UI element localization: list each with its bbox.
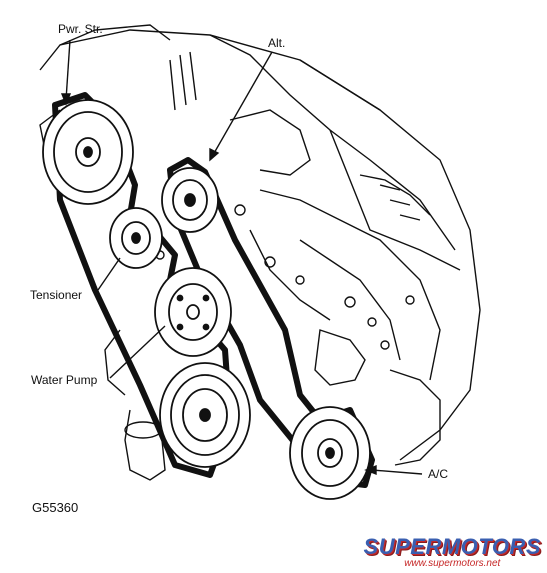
tensioner-label: Tensioner <box>30 288 83 302</box>
water-pump-label: Water Pump <box>31 373 98 387</box>
leader-lines <box>60 39 423 476</box>
watermark-url: www.supermotors.net <box>404 558 501 569</box>
alt-label: Alt. <box>268 36 286 50</box>
watermark-logo: SUPERMOTORS www.supermotors.net <box>364 534 541 569</box>
engine-block <box>39 24 481 481</box>
pwr-str-label: Pwr. Str. <box>58 22 103 36</box>
alternator-pulley <box>161 167 219 233</box>
water-pump-pulley <box>154 267 232 357</box>
ac-label: A/C <box>428 467 449 481</box>
power-steering-pulley <box>42 99 134 205</box>
ac-compressor-pulley <box>289 406 371 500</box>
tensioner-pulley <box>109 207 163 269</box>
figure-code: G55360 <box>32 500 79 515</box>
watermark-name: SUPERMOTORS <box>363 534 541 559</box>
crankshaft-pulley <box>159 362 251 468</box>
